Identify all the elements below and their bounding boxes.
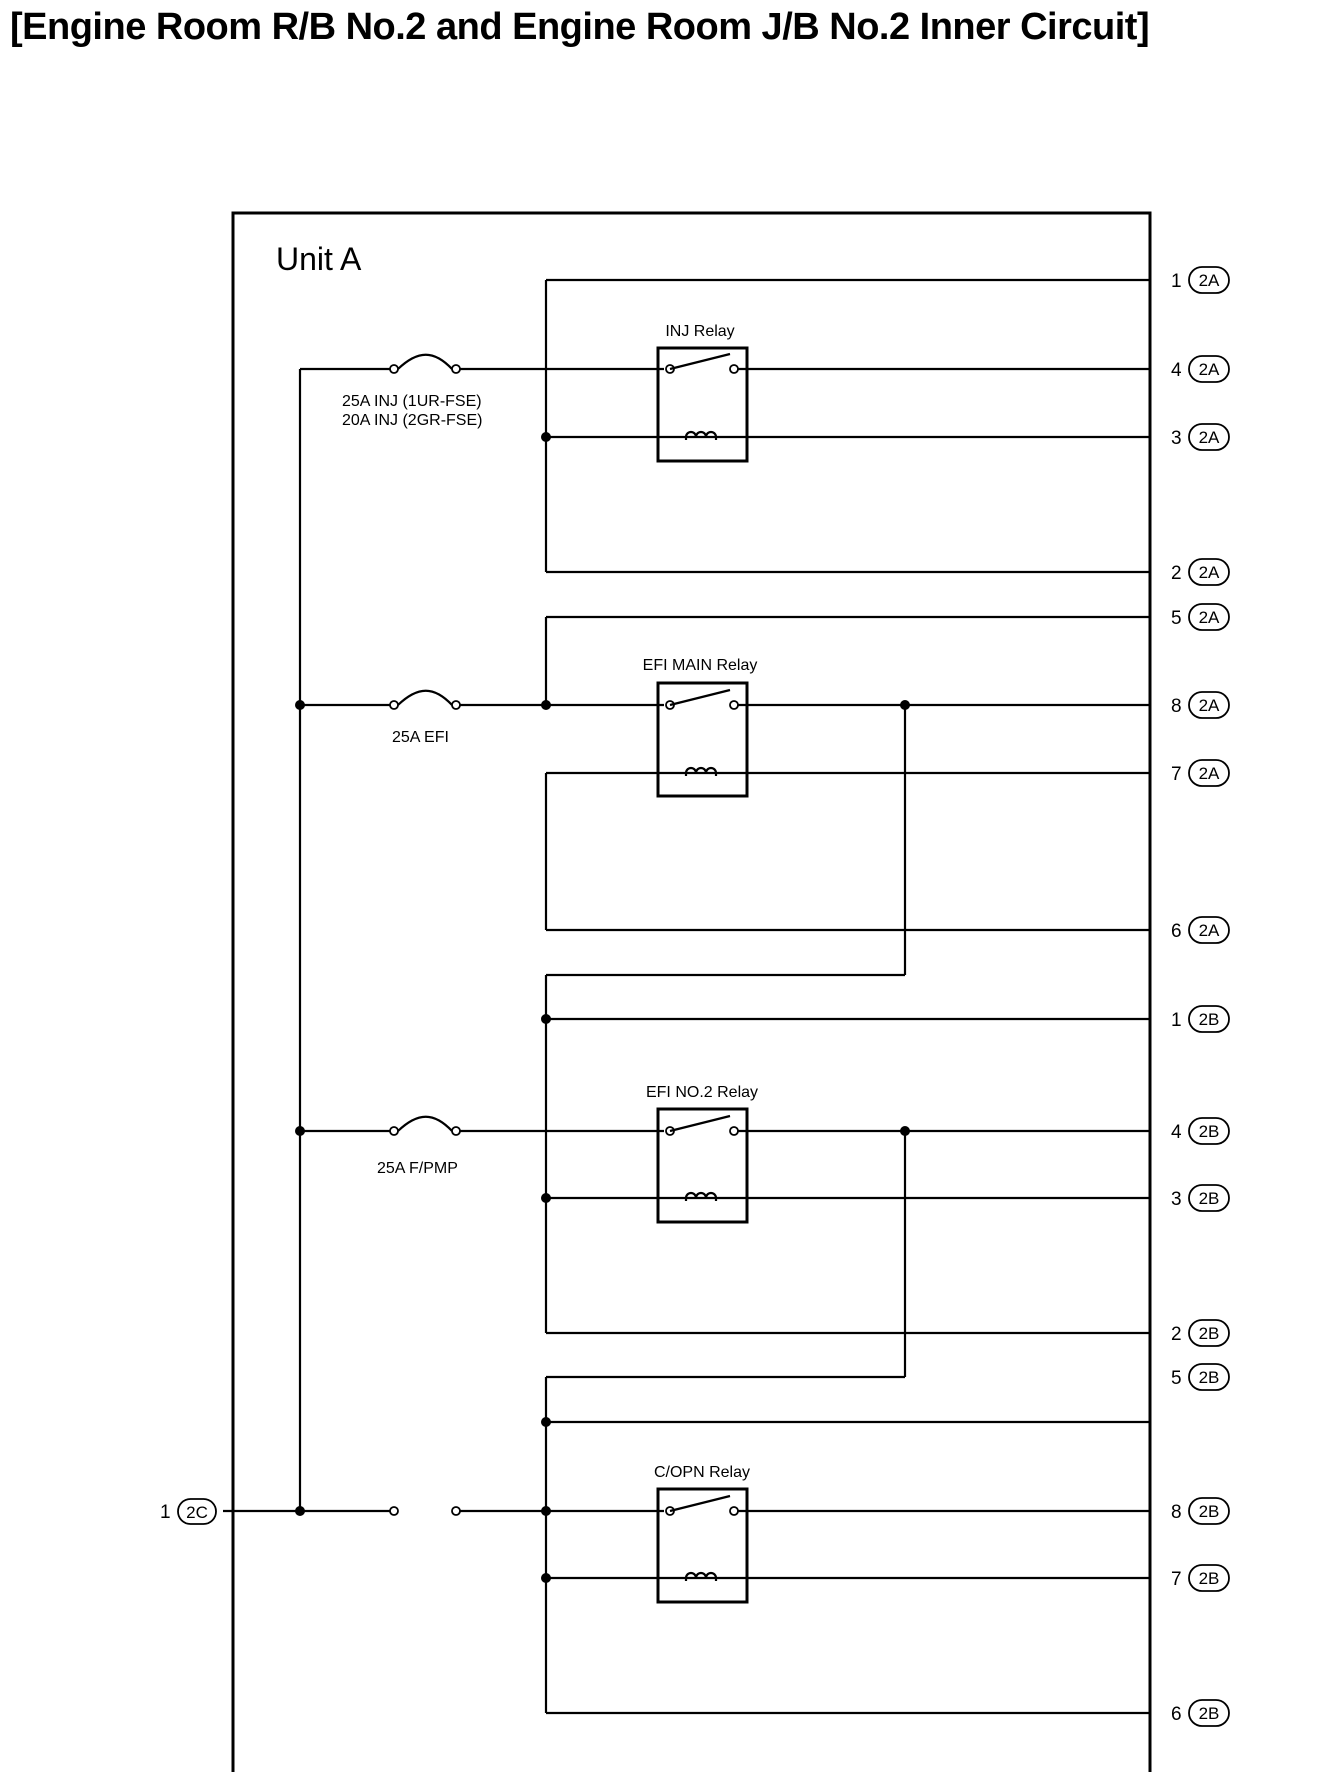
connector-oval — [1188, 1117, 1230, 1145]
terminal-pin: 3 — [1171, 428, 1182, 449]
terminal-connector: 2B — [1199, 1010, 1220, 1029]
efi-main-relay-wiring — [544, 615, 1150, 975]
c-opn-relay-label: C/OPN Relay — [654, 1464, 750, 1481]
fuse-inj-label-1: 25A INJ (1UR-FSE) — [342, 393, 482, 410]
svg-text:1: 1 — [160, 1502, 171, 1523]
terminal-1: 4 2A — [1171, 355, 1230, 383]
terminal-pin: 4 — [1171, 1122, 1182, 1143]
terminal-3: 2 2A — [1171, 558, 1230, 586]
terminal-pin: 1 — [1171, 1010, 1182, 1031]
terminal-pin: 8 — [1171, 696, 1182, 717]
connector-oval — [1188, 603, 1230, 631]
connector-oval — [1188, 1005, 1230, 1033]
terminal-connector: 2A — [1199, 608, 1220, 627]
c-opn-relay — [656, 1487, 749, 1604]
inj-relay — [656, 346, 749, 463]
fuse-fpmp — [300, 1115, 664, 1136]
terminal-pin: 4 — [1171, 360, 1182, 381]
terminal-connector: 2A — [1199, 696, 1220, 715]
connector-oval — [1188, 558, 1230, 586]
terminal-pin: 2 — [1171, 1324, 1182, 1345]
fuse-inj — [300, 353, 664, 374]
terminal-7: 6 2A — [1171, 916, 1230, 944]
terminal-8: 1 2B — [1171, 1005, 1230, 1033]
terminal-12: 5 2B — [1171, 1363, 1230, 1391]
terminal-pin: 3 — [1171, 1189, 1182, 1210]
connector-oval — [1188, 355, 1230, 383]
efi-no2-relay-label: EFI NO.2 Relay — [646, 1084, 758, 1101]
connector-oval — [1188, 1564, 1230, 1592]
inj-relay-label: INJ Relay — [665, 323, 734, 340]
terminal-0: 1 2A — [1171, 266, 1230, 294]
inj-relay-wiring — [541, 278, 1150, 574]
terminal-connector: 2A — [1199, 360, 1220, 379]
svg-text:2C: 2C — [186, 1503, 208, 1522]
connector-oval — [1188, 1497, 1230, 1525]
connector-oval — [1188, 1184, 1230, 1212]
connector-oval — [1188, 691, 1230, 719]
efi-no2-relay-wiring — [541, 973, 1150, 1377]
terminal-connector: 2A — [1199, 563, 1220, 582]
terminal-connector: 2A — [1199, 764, 1220, 783]
fuse-fpmp-label: 25A F/PMP — [377, 1160, 458, 1177]
connector-oval — [1188, 1363, 1230, 1391]
connector-oval — [1188, 1319, 1230, 1347]
terminal-pin: 2 — [1171, 563, 1182, 584]
terminal-pin: 1 — [1171, 271, 1182, 292]
terminal-connector: 2A — [1199, 428, 1220, 447]
terminal-connector: 2B — [1199, 1704, 1220, 1723]
terminal-13: 8 2B — [1171, 1497, 1230, 1525]
connector-oval — [1188, 266, 1230, 294]
terminal-2: 3 2A — [1171, 423, 1230, 451]
terminal-pin: 5 — [1171, 608, 1182, 629]
connector-oval — [1188, 1699, 1230, 1727]
main-bus — [223, 369, 392, 1516]
fuse-inj-label-2: 20A INJ (2GR-FSE) — [342, 412, 482, 429]
terminal-4: 5 2A — [1171, 603, 1230, 631]
connector-oval — [1188, 916, 1230, 944]
terminal-connector: 2B — [1199, 1368, 1220, 1387]
terminal-pin: 8 — [1171, 1502, 1182, 1523]
terminal-connector: 2A — [1199, 921, 1220, 940]
c-opn-relay-wiring — [389, 1375, 1150, 1715]
terminal-6: 7 2A — [1171, 759, 1230, 787]
terminal-pin: 6 — [1171, 921, 1182, 942]
terminal-pin: 7 — [1171, 764, 1182, 785]
terminal-9: 4 2B — [1171, 1117, 1230, 1145]
terminal-connector: 2B — [1199, 1122, 1220, 1141]
terminal-5: 8 2A — [1171, 691, 1230, 719]
terminal-connector: 2B — [1199, 1502, 1220, 1521]
fuse-efi-label: 25A EFI — [392, 729, 449, 746]
connector-oval — [1188, 759, 1230, 787]
terminal-11: 2 2B — [1171, 1319, 1230, 1347]
terminal-pin: 6 — [1171, 1704, 1182, 1725]
unit-enclosure — [231, 211, 1152, 1772]
efi-main-relay-label: EFI MAIN Relay — [643, 657, 758, 674]
terminal-pin: 5 — [1171, 1368, 1182, 1389]
efi-no2-relay — [656, 1107, 749, 1224]
connector-oval — [1188, 423, 1230, 451]
terminal-pin: 7 — [1171, 1569, 1182, 1590]
unit-label: Unit A — [276, 241, 362, 277]
terminal-connector: 2B — [1199, 1324, 1220, 1343]
terminal-15: 6 2B — [1171, 1699, 1230, 1727]
terminal-connector: 2B — [1199, 1189, 1220, 1208]
terminal-14: 7 2B — [1171, 1564, 1230, 1592]
terminal-10: 3 2B — [1171, 1184, 1230, 1212]
input-terminal: 1 2C — [160, 1498, 217, 1525]
terminal-connector: 2B — [1199, 1569, 1220, 1588]
fuse-efi — [300, 689, 664, 710]
efi-main-relay — [656, 681, 749, 798]
page-title: [Engine Room R/B No.2 and Engine Room J/… — [10, 6, 1150, 48]
terminal-connector: 2A — [1199, 271, 1220, 290]
